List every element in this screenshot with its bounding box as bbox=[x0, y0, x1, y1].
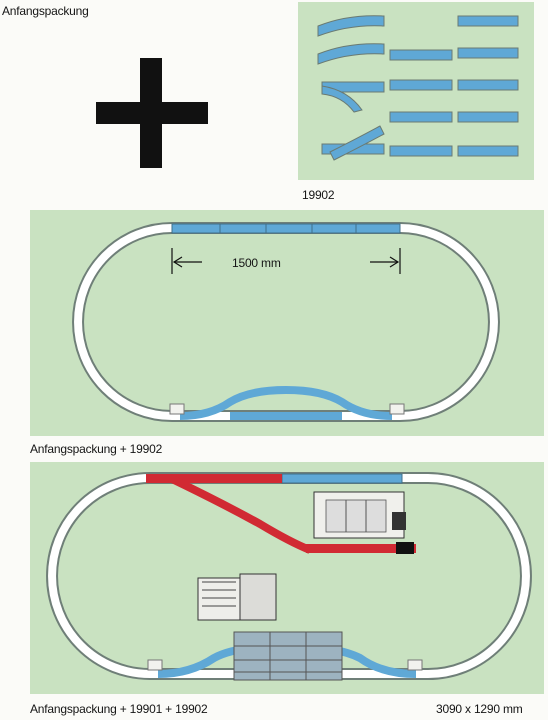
layout-2-caption: Anfangspackung + 19901 + 19902 bbox=[30, 702, 208, 716]
layout-2-size: 3090 x 1290 mm bbox=[436, 702, 523, 716]
parts-panel bbox=[298, 2, 534, 180]
dimension-label: 1500 mm bbox=[232, 256, 281, 270]
starter-pack-label: Anfangspackung bbox=[2, 4, 89, 18]
dimension-arrow bbox=[171, 248, 401, 274]
layout-1-track bbox=[72, 222, 500, 422]
parts-illustration bbox=[317, 15, 519, 161]
red-siding bbox=[146, 474, 416, 554]
blue-straight-section bbox=[171, 223, 401, 234]
engine-shed bbox=[197, 573, 277, 621]
layout-panel-1 bbox=[30, 210, 544, 436]
station-building bbox=[313, 491, 406, 539]
layout-panel-2 bbox=[30, 462, 544, 694]
plus-icon bbox=[96, 58, 208, 168]
layout-2-track bbox=[46, 472, 532, 681]
layout-1-caption: Anfangspackung + 19902 bbox=[30, 442, 163, 456]
parts-caption: 19902 bbox=[302, 188, 335, 202]
